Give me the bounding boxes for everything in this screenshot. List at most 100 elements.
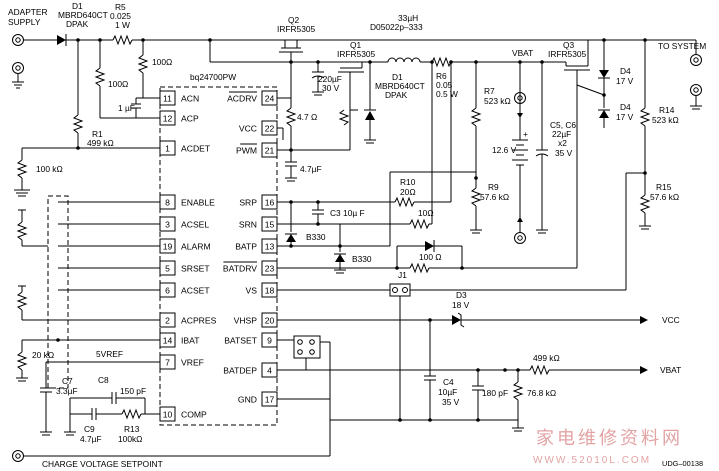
- pin-number: 3: [165, 220, 170, 230]
- adapter-label-2: SUPPLY: [8, 17, 41, 27]
- c180-label: 180 pF: [482, 388, 508, 398]
- ic-pin-alarm: 19 ALARM: [159, 238, 211, 254]
- pin-number: 19: [163, 242, 173, 252]
- r7-value: 523 kΩ: [484, 96, 511, 106]
- adapter-label-1: ADAPTER: [8, 7, 48, 17]
- r9-label: R9: [488, 182, 499, 192]
- pin-name: VS: [246, 286, 258, 296]
- pin-number: 23: [265, 264, 275, 274]
- c47-label: 4.7µF: [300, 164, 322, 174]
- c4-value: 10µF: [438, 387, 457, 397]
- q3-part: IRFR5305: [548, 49, 587, 59]
- pin-name: ENABLE: [181, 198, 215, 208]
- c9-label: C9: [84, 424, 95, 434]
- pin-number: 14: [163, 336, 173, 346]
- ic-pin-srp: 16 SRP: [239, 194, 278, 210]
- c8-label: C8: [98, 375, 109, 385]
- ic-pin-acpres: 2 ACPRES: [159, 312, 217, 328]
- ic-pin-vs: 18 VS: [246, 282, 278, 298]
- diode-d1-catch: D1 MBRD640CT DPAK: [364, 62, 425, 144]
- system-terminal-pos: [690, 54, 702, 66]
- c56-label: C5, C6: [550, 120, 576, 130]
- pin-number: 2: [165, 316, 170, 326]
- pin-number: 18: [265, 286, 275, 296]
- r14-label: R14: [659, 105, 675, 115]
- c7-label: C7: [62, 376, 73, 386]
- inductor-part: D05022p–333: [370, 22, 423, 32]
- c3-label: C3 10µ F: [330, 208, 365, 218]
- c4-label: C4: [443, 377, 454, 387]
- r10b-label: 10Ω: [418, 208, 434, 218]
- r7-label: R7: [484, 86, 495, 96]
- pin-name: BATP: [235, 242, 257, 252]
- pin-number: 11: [163, 94, 172, 104]
- ic-part-label: bq24700PW: [190, 72, 236, 82]
- mosfet-q3: Q3 IRFR5305: [548, 40, 590, 85]
- c1-label: 1 µF: [118, 103, 135, 113]
- schottky-b330-b: B330: [334, 224, 372, 274]
- q2-part: IRFR5305: [277, 24, 316, 34]
- pin-number: 6: [165, 286, 170, 296]
- pin-name: SRSET: [181, 264, 210, 274]
- vref5-label: 5VREF: [96, 349, 123, 359]
- r15-value: 57.6 kΩ: [650, 192, 679, 202]
- schottky-b330-a: B330: [285, 202, 326, 246]
- cap-c4: C4 10µF 35 V: [424, 375, 460, 420]
- system-terminal-neg: [690, 84, 702, 96]
- pin-name: ACDET: [181, 144, 211, 154]
- jumper-batset[interactable]: [293, 335, 321, 359]
- c220-label: 220µF: [318, 74, 342, 84]
- inductor: 33µH D05022p–333: [370, 13, 423, 63]
- pin-name: SRP: [239, 198, 257, 208]
- d3-label: D3: [456, 290, 467, 300]
- c220-volt: 30 V: [322, 83, 340, 93]
- r13-label: R13: [124, 424, 140, 434]
- r100b-label: 100Ω: [152, 57, 172, 67]
- r6-value: 0.05: [436, 80, 453, 90]
- q1-label: Q1: [350, 40, 362, 50]
- jumper-j1[interactable]: J1: [389, 270, 411, 297]
- pin-name: ALARM: [181, 242, 211, 252]
- pin-number: 10: [163, 410, 173, 420]
- jumper-header-left[interactable]: [47, 195, 69, 389]
- c56-volt: 35 V: [555, 148, 573, 158]
- b330b-label: B330: [352, 254, 372, 264]
- pin-number: 1: [165, 144, 170, 154]
- setpoint-terminal: [12, 450, 24, 462]
- r499-label: 499 kΩ: [533, 353, 560, 363]
- pin-number: 16: [265, 198, 275, 208]
- r100c-label: 100 Ω: [419, 252, 442, 262]
- mosfet-q2: Q2 IRFR5305: [277, 15, 316, 78]
- battery-terminal-neg: [514, 232, 526, 244]
- r6-label: R6: [436, 71, 447, 81]
- pin-name: ACPRES: [181, 316, 217, 326]
- d4b-volt: 17 V: [616, 112, 634, 122]
- j1-label: J1: [398, 270, 407, 280]
- pin-name: BATSET: [224, 336, 258, 346]
- d1b-part: MBRD640CT: [375, 81, 425, 91]
- pin-number: 21: [265, 146, 275, 156]
- cap-c3: C3 10µ F: [312, 202, 365, 224]
- pin-number: 17: [265, 395, 275, 405]
- cap-c220: 220µF 30 V: [311, 62, 342, 96]
- r10-label: R10: [400, 177, 416, 187]
- d4b-label: D4: [620, 102, 631, 112]
- figure-id: UDG–00138: [662, 459, 703, 468]
- r6-watt: 0.5 W: [436, 89, 458, 99]
- pin-name: ACDRV: [227, 94, 257, 104]
- pin-name: BATDEP: [223, 366, 257, 376]
- pin-number: 15: [265, 220, 275, 230]
- pin-number: 12: [163, 114, 173, 124]
- ic-outline: [159, 86, 278, 426]
